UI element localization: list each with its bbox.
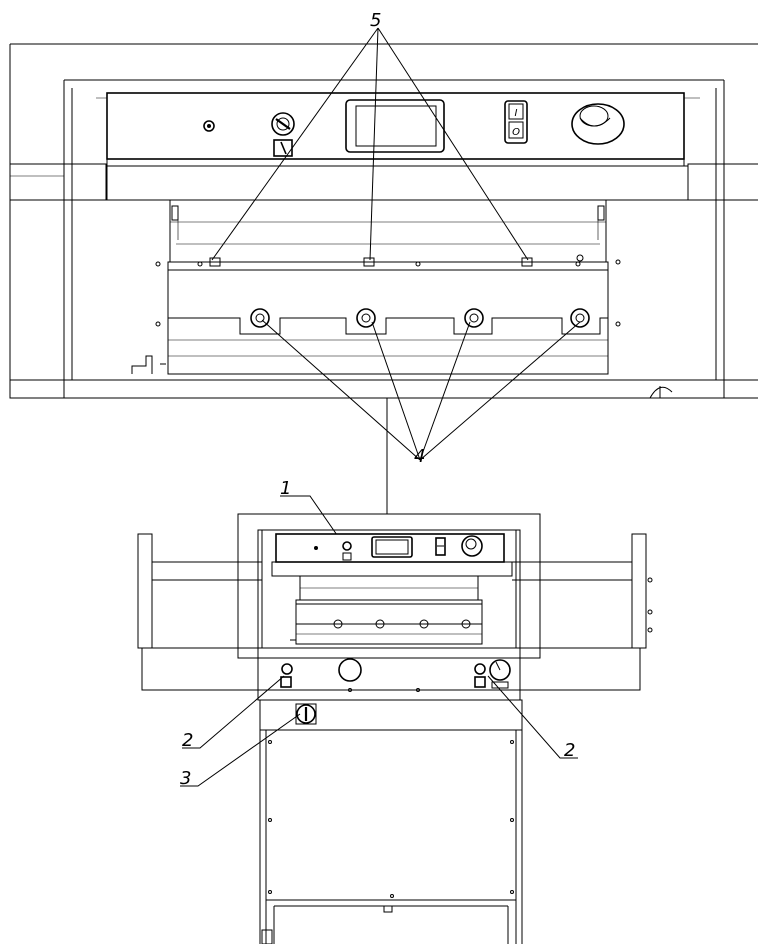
full-machine-view <box>137 513 653 944</box>
callout-label-1: 1 <box>280 478 291 499</box>
callout-label-4: 4 <box>414 446 425 467</box>
callout-label-2-right: 2 <box>564 740 575 761</box>
emergency-stop-icon <box>571 103 625 145</box>
callout-label-5: 5 <box>370 10 381 31</box>
zoomed-detail-view: I O <box>9 43 758 399</box>
switch-on-symbol: I <box>515 108 518 119</box>
callout-label-3: 3 <box>180 768 191 789</box>
callout-labels: 5 4 1 2 2 3 <box>180 10 575 789</box>
switch-off-symbol: O <box>512 127 520 138</box>
callout-leaders <box>180 27 581 787</box>
callout-label-2-left: 2 <box>182 730 193 751</box>
on-off-switch-icon: I O <box>504 100 528 144</box>
